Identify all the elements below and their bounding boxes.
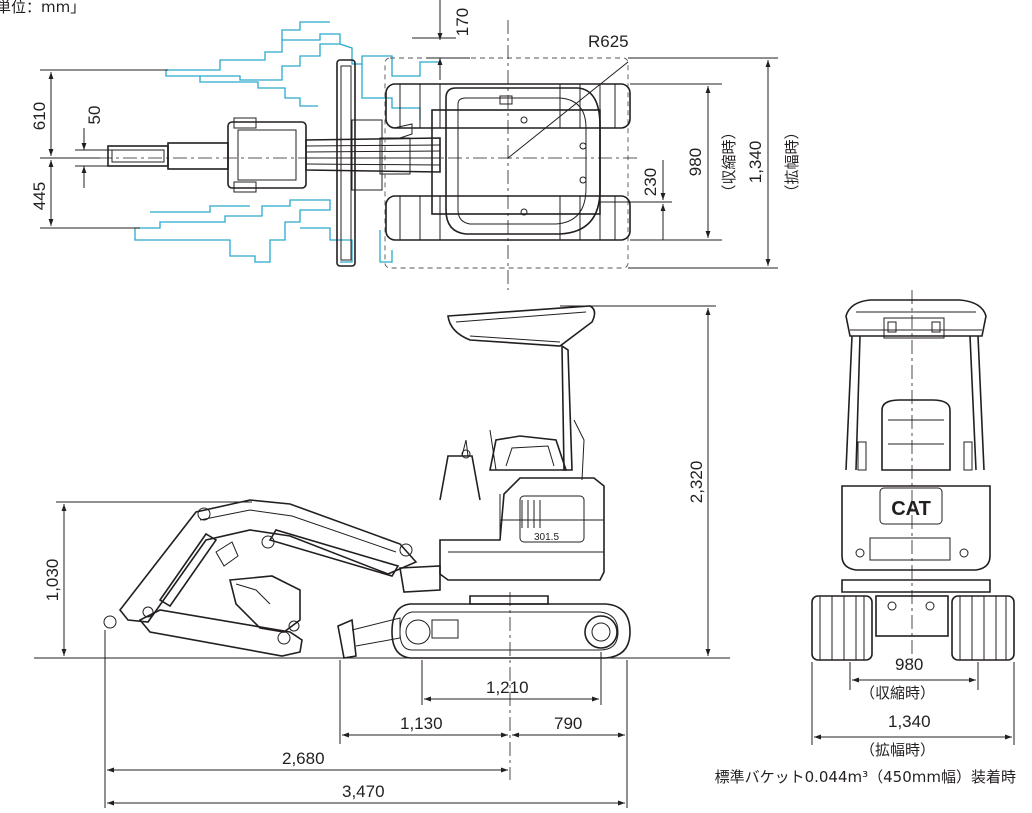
- side-view: 301.5: [34, 305, 730, 808]
- tracks-front: [811, 595, 1015, 661]
- blade-side: [337, 617, 401, 659]
- dim-1130: 1,130: [400, 714, 443, 733]
- dim-1340-front-note: （拡幅時）: [860, 741, 935, 759]
- boom-swing-outline-lower: [134, 199, 393, 263]
- cat-logo-front: CAT: [891, 498, 931, 520]
- top-view: R625 170 610 445 50 230 980 （収縮時） 1,340 …: [30, 0, 801, 290]
- dim-170: 170: [453, 8, 472, 36]
- body-front: [841, 485, 991, 571]
- r625-leader: [507, 61, 629, 159]
- front-view: CAT 980 （収縮時） 1,340 （拡幅時）: [811, 290, 1015, 759]
- boom-swing-outline-upper: [165, 21, 440, 120]
- footnote: 標準バケット0.044m³（450mm幅）装着時: [715, 768, 1016, 786]
- dim-1340-front: 1,340: [888, 712, 931, 731]
- boom-arm-top: [107, 117, 441, 193]
- dim-980-top-note: （収縮時）: [720, 124, 738, 199]
- track-side: [391, 595, 631, 659]
- dim-1030: 1,030: [43, 559, 62, 602]
- dim-980-top: 980: [686, 148, 705, 176]
- dim-445: 445: [30, 182, 49, 210]
- dim-3470: 3,470: [342, 782, 385, 801]
- dim-50: 50: [85, 106, 104, 125]
- unit-label: 単位：mm」: [0, 0, 85, 16]
- dozer-blade-top: [336, 59, 383, 267]
- canopy-front: [845, 299, 987, 337]
- dim-r625: R625: [588, 32, 629, 51]
- dim-230: 230: [641, 168, 660, 196]
- dim-980-front: 980: [895, 655, 923, 674]
- dim-790: 790: [554, 714, 582, 733]
- dim-980-front-note: （収縮時）: [860, 684, 935, 702]
- seat-front: [881, 399, 951, 471]
- upper-body-side: 301.5: [439, 429, 605, 581]
- dim-2320: 2,320: [687, 461, 706, 504]
- canopy-side: [447, 305, 596, 481]
- boom-arm-side: [103, 499, 441, 657]
- model-label: 301.5: [534, 532, 559, 543]
- dim-610: 610: [30, 102, 49, 130]
- dim-1340-top: 1,340: [746, 141, 765, 184]
- dim-2680: 2,680: [282, 749, 325, 768]
- dim-1210: 1,210: [486, 678, 529, 697]
- dim-1340-top-note: （拡幅時）: [783, 124, 801, 199]
